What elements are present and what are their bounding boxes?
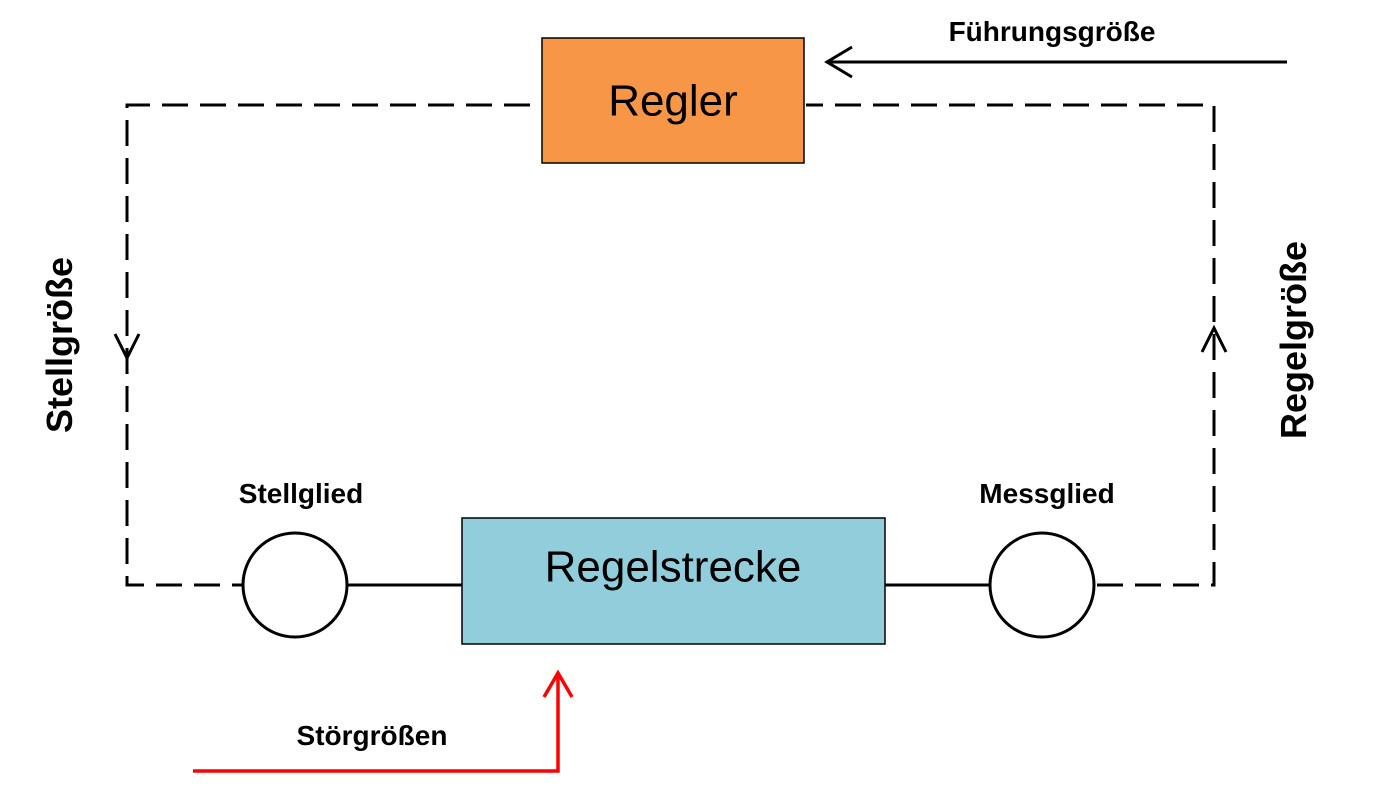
reference-label: Führungsgröße — [949, 16, 1156, 47]
disturbance-label: Störgrößen — [297, 720, 448, 751]
controller-box — [541, 37, 805, 164]
actuator-label: Stellglied — [239, 478, 363, 509]
sensor-label: Messglied — [979, 478, 1114, 509]
disturbance-arrowhead — [542, 669, 574, 698]
plant-label: Regelstrecke — [545, 543, 802, 592]
plant-box — [461, 517, 886, 645]
controlled-direction-arrowhead — [1200, 324, 1228, 353]
controlled-variable-label: Regelgröße — [1273, 241, 1314, 439]
controller-label: Regler — [608, 77, 738, 126]
reference-input-arrowhead — [824, 45, 853, 79]
controlled-variable-path — [806, 103, 1216, 587]
sensor-circle — [988, 531, 1096, 639]
manipulated-direction-arrowhead — [113, 333, 141, 362]
manipulated-variable-path — [125, 103, 530, 587]
manipulated-variable-label: Stellgröße — [39, 257, 80, 433]
actuator-circle — [241, 531, 349, 639]
disturbance-arrow-line — [193, 675, 560, 773]
